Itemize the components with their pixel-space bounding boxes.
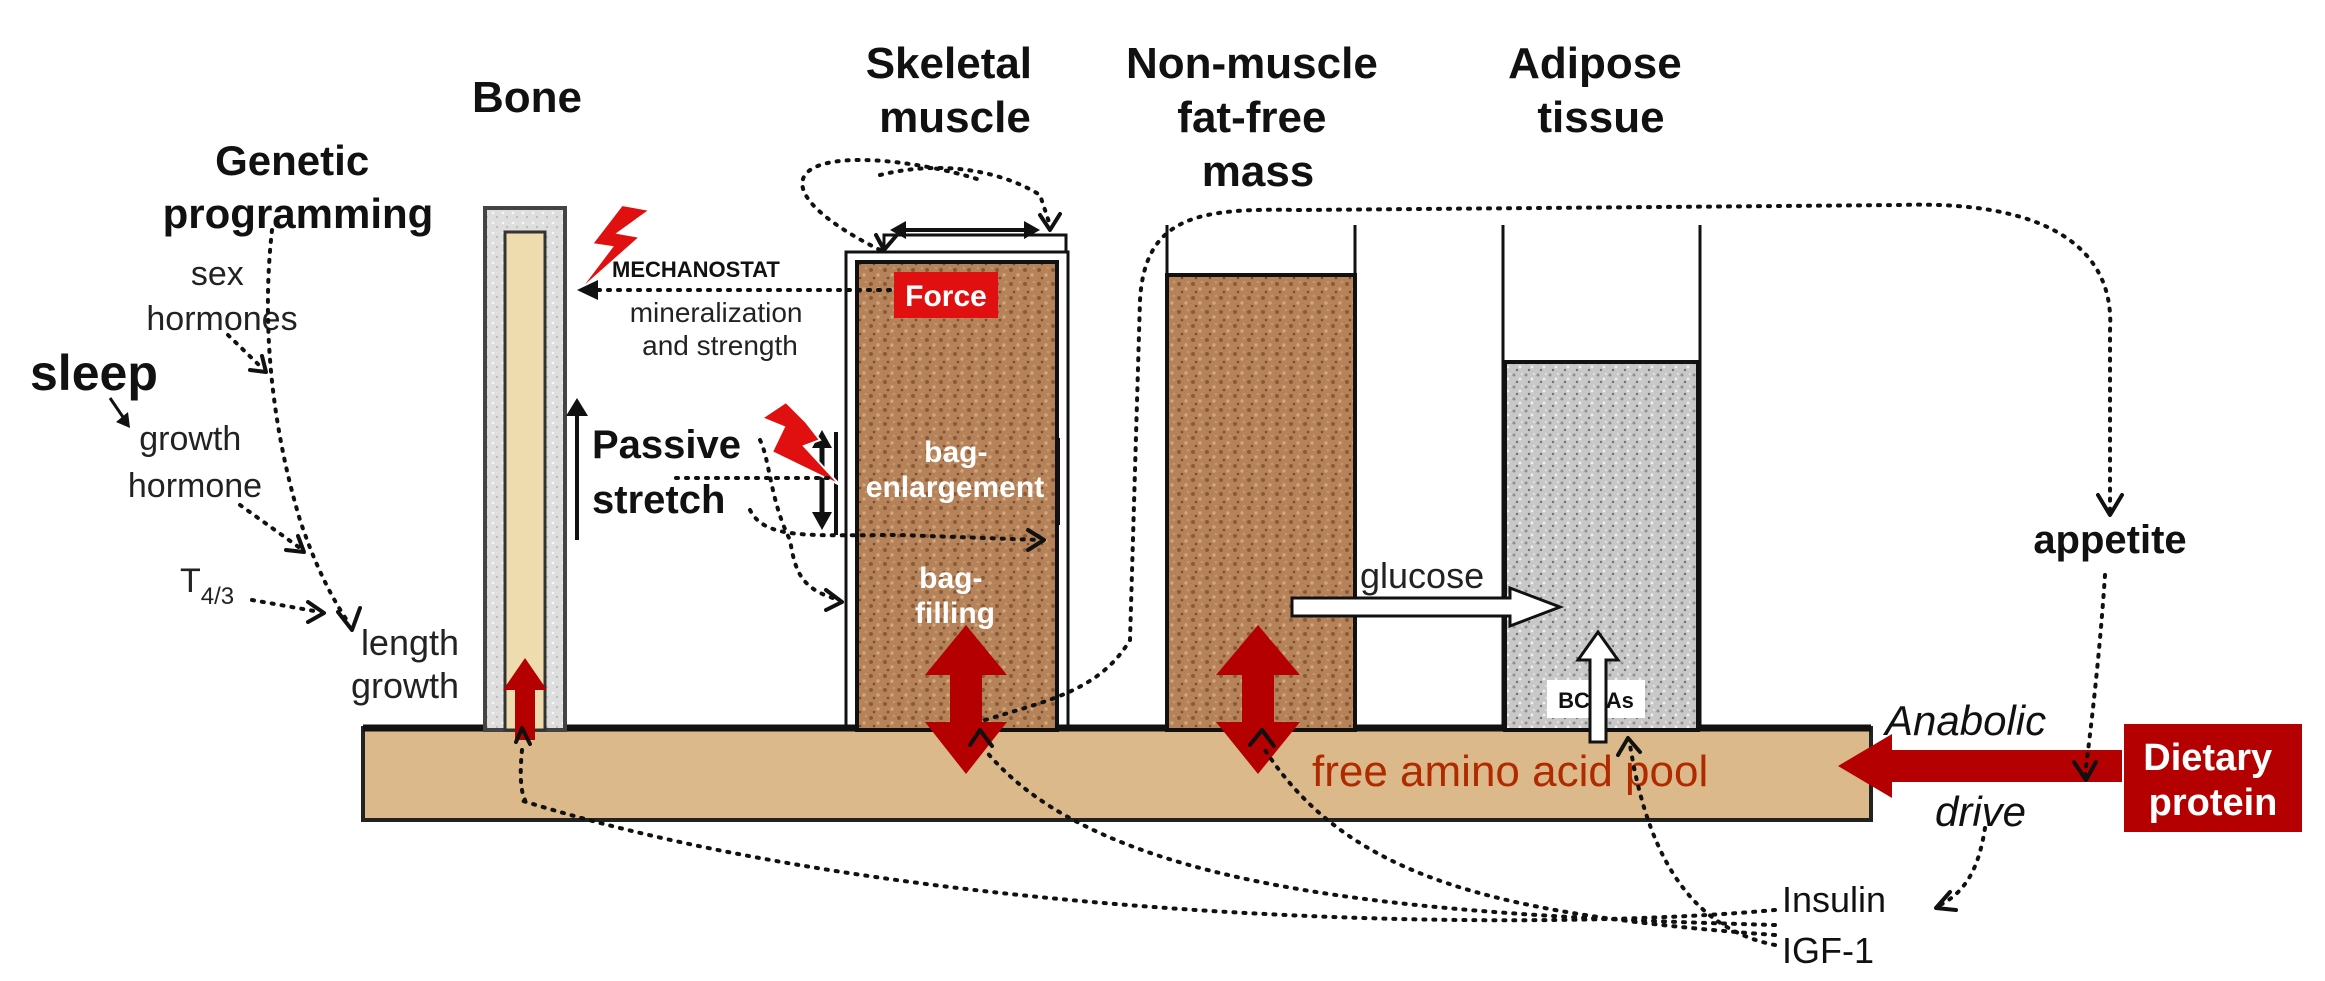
title-adipose: Adipose tissue	[1508, 39, 1694, 142]
amino-acid-pool-bar	[361, 726, 1873, 822]
label-bag-filling: bag- filling	[915, 562, 995, 630]
muscle-outer-bag	[844, 250, 1070, 730]
label-dietary-protein: Dietary protein	[2143, 737, 2282, 824]
title-non-muscle-ffm: Non-muscle fat-free mass	[1126, 39, 1390, 196]
label-free-amino-acid-pool: free amino acid pool	[1312, 747, 1708, 796]
title-skeletal-muscle: Skeletal muscle	[866, 39, 1045, 142]
label-appetite: appetite	[2033, 518, 2186, 562]
red-up-arrow-bone	[503, 658, 547, 740]
bcaas-arrow	[1575, 629, 1621, 744]
glucose-arrow	[1290, 585, 1565, 629]
dietary-protein-box	[2124, 724, 2302, 832]
label-bag-enlargement: bag- enlargement	[866, 436, 1044, 504]
label-drive: drive	[1935, 788, 2026, 835]
label-mechanostat: MECHANOSTAT	[612, 257, 780, 282]
dietary-protein-arrow	[1838, 734, 2122, 798]
label-mineralization: mineralization and strength	[630, 297, 811, 361]
force-box	[894, 272, 998, 318]
label-igf1: IGF-1	[1782, 930, 1874, 971]
label-growth-hormone: growth hormone	[128, 420, 262, 505]
label-t43: T4/3	[180, 562, 234, 610]
label-passive-stretch: Passive stretch	[592, 423, 752, 522]
title-bone: Bone	[472, 73, 582, 122]
bone-core	[503, 230, 547, 732]
red-double-arrow-ffm	[1216, 625, 1300, 774]
label-insulin: Insulin	[1782, 879, 1886, 920]
label-length-growth: length growth	[351, 622, 469, 706]
lightning-icon	[577, 203, 653, 293]
label-sex-hormones: sex hormones	[146, 255, 297, 338]
label-sleep: sleep	[30, 345, 158, 401]
lightning-icon	[759, 400, 841, 486]
label-force: Force	[905, 280, 987, 313]
label-genetic-programming: Genetic programming	[163, 137, 434, 237]
label-anabolic: Anabolic	[1882, 697, 2046, 744]
label-glucose: glucose	[1360, 555, 1484, 596]
